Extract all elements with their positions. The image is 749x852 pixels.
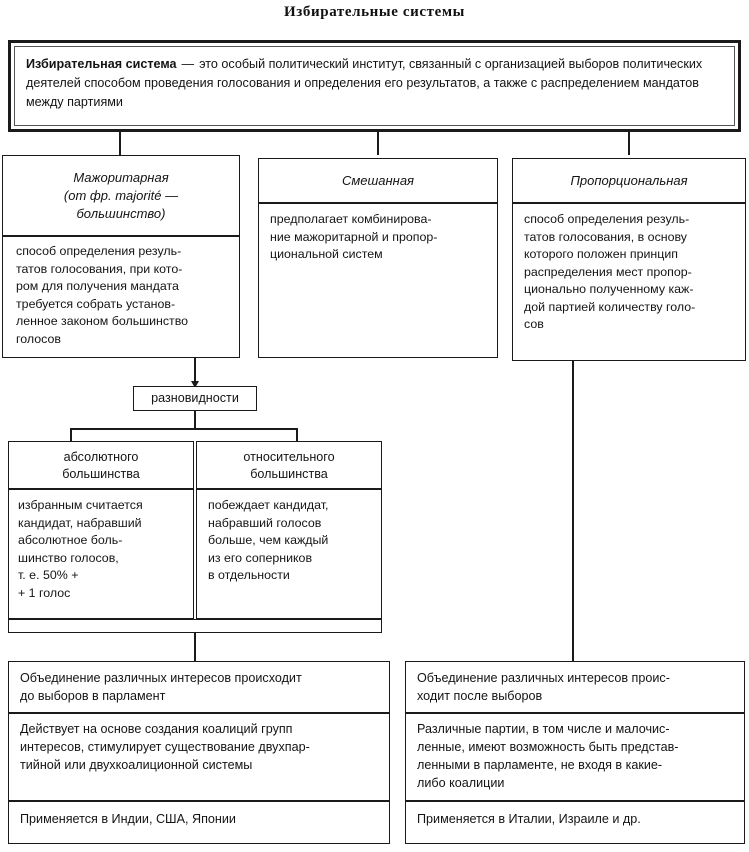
system-header-rule-proportional: [512, 202, 746, 204]
variety-body-absolute-majority: избранным считается кандидат, набравший …: [18, 498, 143, 600]
system-header-proportional: Пропорциональная: [570, 173, 688, 188]
system-header-rule-mixed: [258, 202, 498, 204]
connector-varieties-to-relative: [296, 428, 298, 442]
system-box-mixed: [258, 158, 498, 358]
variety-header-relative-majority: относительного большинства: [243, 449, 335, 481]
comparison-right-divider-2: [405, 800, 745, 802]
comparison-left-cell-3: Применяется в Индии, США, Японии: [20, 812, 236, 826]
comparison-box-left: [8, 661, 390, 844]
variety-box-relative-majority: [196, 441, 382, 619]
definition-term: Избирательная система: [26, 57, 177, 71]
system-box-proportional: [512, 158, 746, 361]
variety-header-rule-relative-majority: [196, 488, 382, 490]
connector-varieties-stem: [194, 411, 196, 429]
definition-dash: —: [181, 57, 195, 71]
variety-body-relative-majority: побеждает кандидат, набравший голосов бо…: [208, 498, 329, 582]
connector-varieties-to-absolute: [70, 428, 72, 442]
variety-header-absolute-majority: абсолютного большинства: [62, 449, 140, 481]
system-body-proportional: способ определения резуль- татов голосов…: [524, 212, 696, 331]
connector-def-to-proportional: [628, 132, 630, 155]
variety-box-absolute-majority: [8, 441, 194, 619]
comparison-left-cell-2: Действует на основе создания коалиций гр…: [20, 722, 310, 772]
comparison-right-cell-1: Объединение различных интересов проис- х…: [417, 671, 670, 703]
connector-varieties-bar: [70, 428, 298, 430]
comparison-right-cell-2: Различные партии, в том числе и малочис-…: [417, 722, 679, 790]
varieties-label: разновидности: [151, 391, 239, 405]
system-body-majoritarian: способ определения резуль- татов голосов…: [16, 244, 189, 346]
varieties-box: [133, 386, 257, 411]
definition-text: Избирательная система —это особый политич…: [26, 55, 726, 112]
arrow-head-varieties: [191, 381, 199, 388]
definition-body: это особый политический институт, связан…: [26, 57, 703, 109]
page-title: Избирательные системы: [284, 4, 465, 20]
definition-box-inner-frame: [14, 46, 735, 126]
system-header-rule-majoritarian: [2, 235, 240, 237]
comparison-right-divider-1: [405, 712, 745, 714]
comparison-box-right: [405, 661, 745, 844]
connector-def-to-mixed: [377, 132, 379, 155]
system-box-majoritarian: [2, 155, 240, 358]
comparison-left-cell-1: Объединение различных интересов происход…: [20, 671, 302, 703]
system-header-majoritarian: Мажоритарная (от фр. majorité — большинс…: [63, 170, 179, 221]
system-header-mixed: Смешанная: [341, 173, 415, 188]
connector-proportional-to-comparison-right: [572, 361, 574, 661]
variety-header-rule-absolute-majority: [8, 488, 194, 490]
connector-varieties-to-comparison-left: [194, 633, 196, 661]
system-body-mixed: предполагает комбинирова- ние мажоритарн…: [270, 212, 438, 261]
connector-majoritarian-to-varieties: [194, 358, 196, 382]
connector-def-to-majoritarian: [119, 132, 121, 155]
comparison-left-divider-2: [8, 800, 390, 802]
varieties-join-bar: [8, 619, 382, 633]
comparison-left-divider-1: [8, 712, 390, 714]
comparison-right-cell-3: Применяется в Италии, Израиле и др.: [417, 812, 641, 826]
